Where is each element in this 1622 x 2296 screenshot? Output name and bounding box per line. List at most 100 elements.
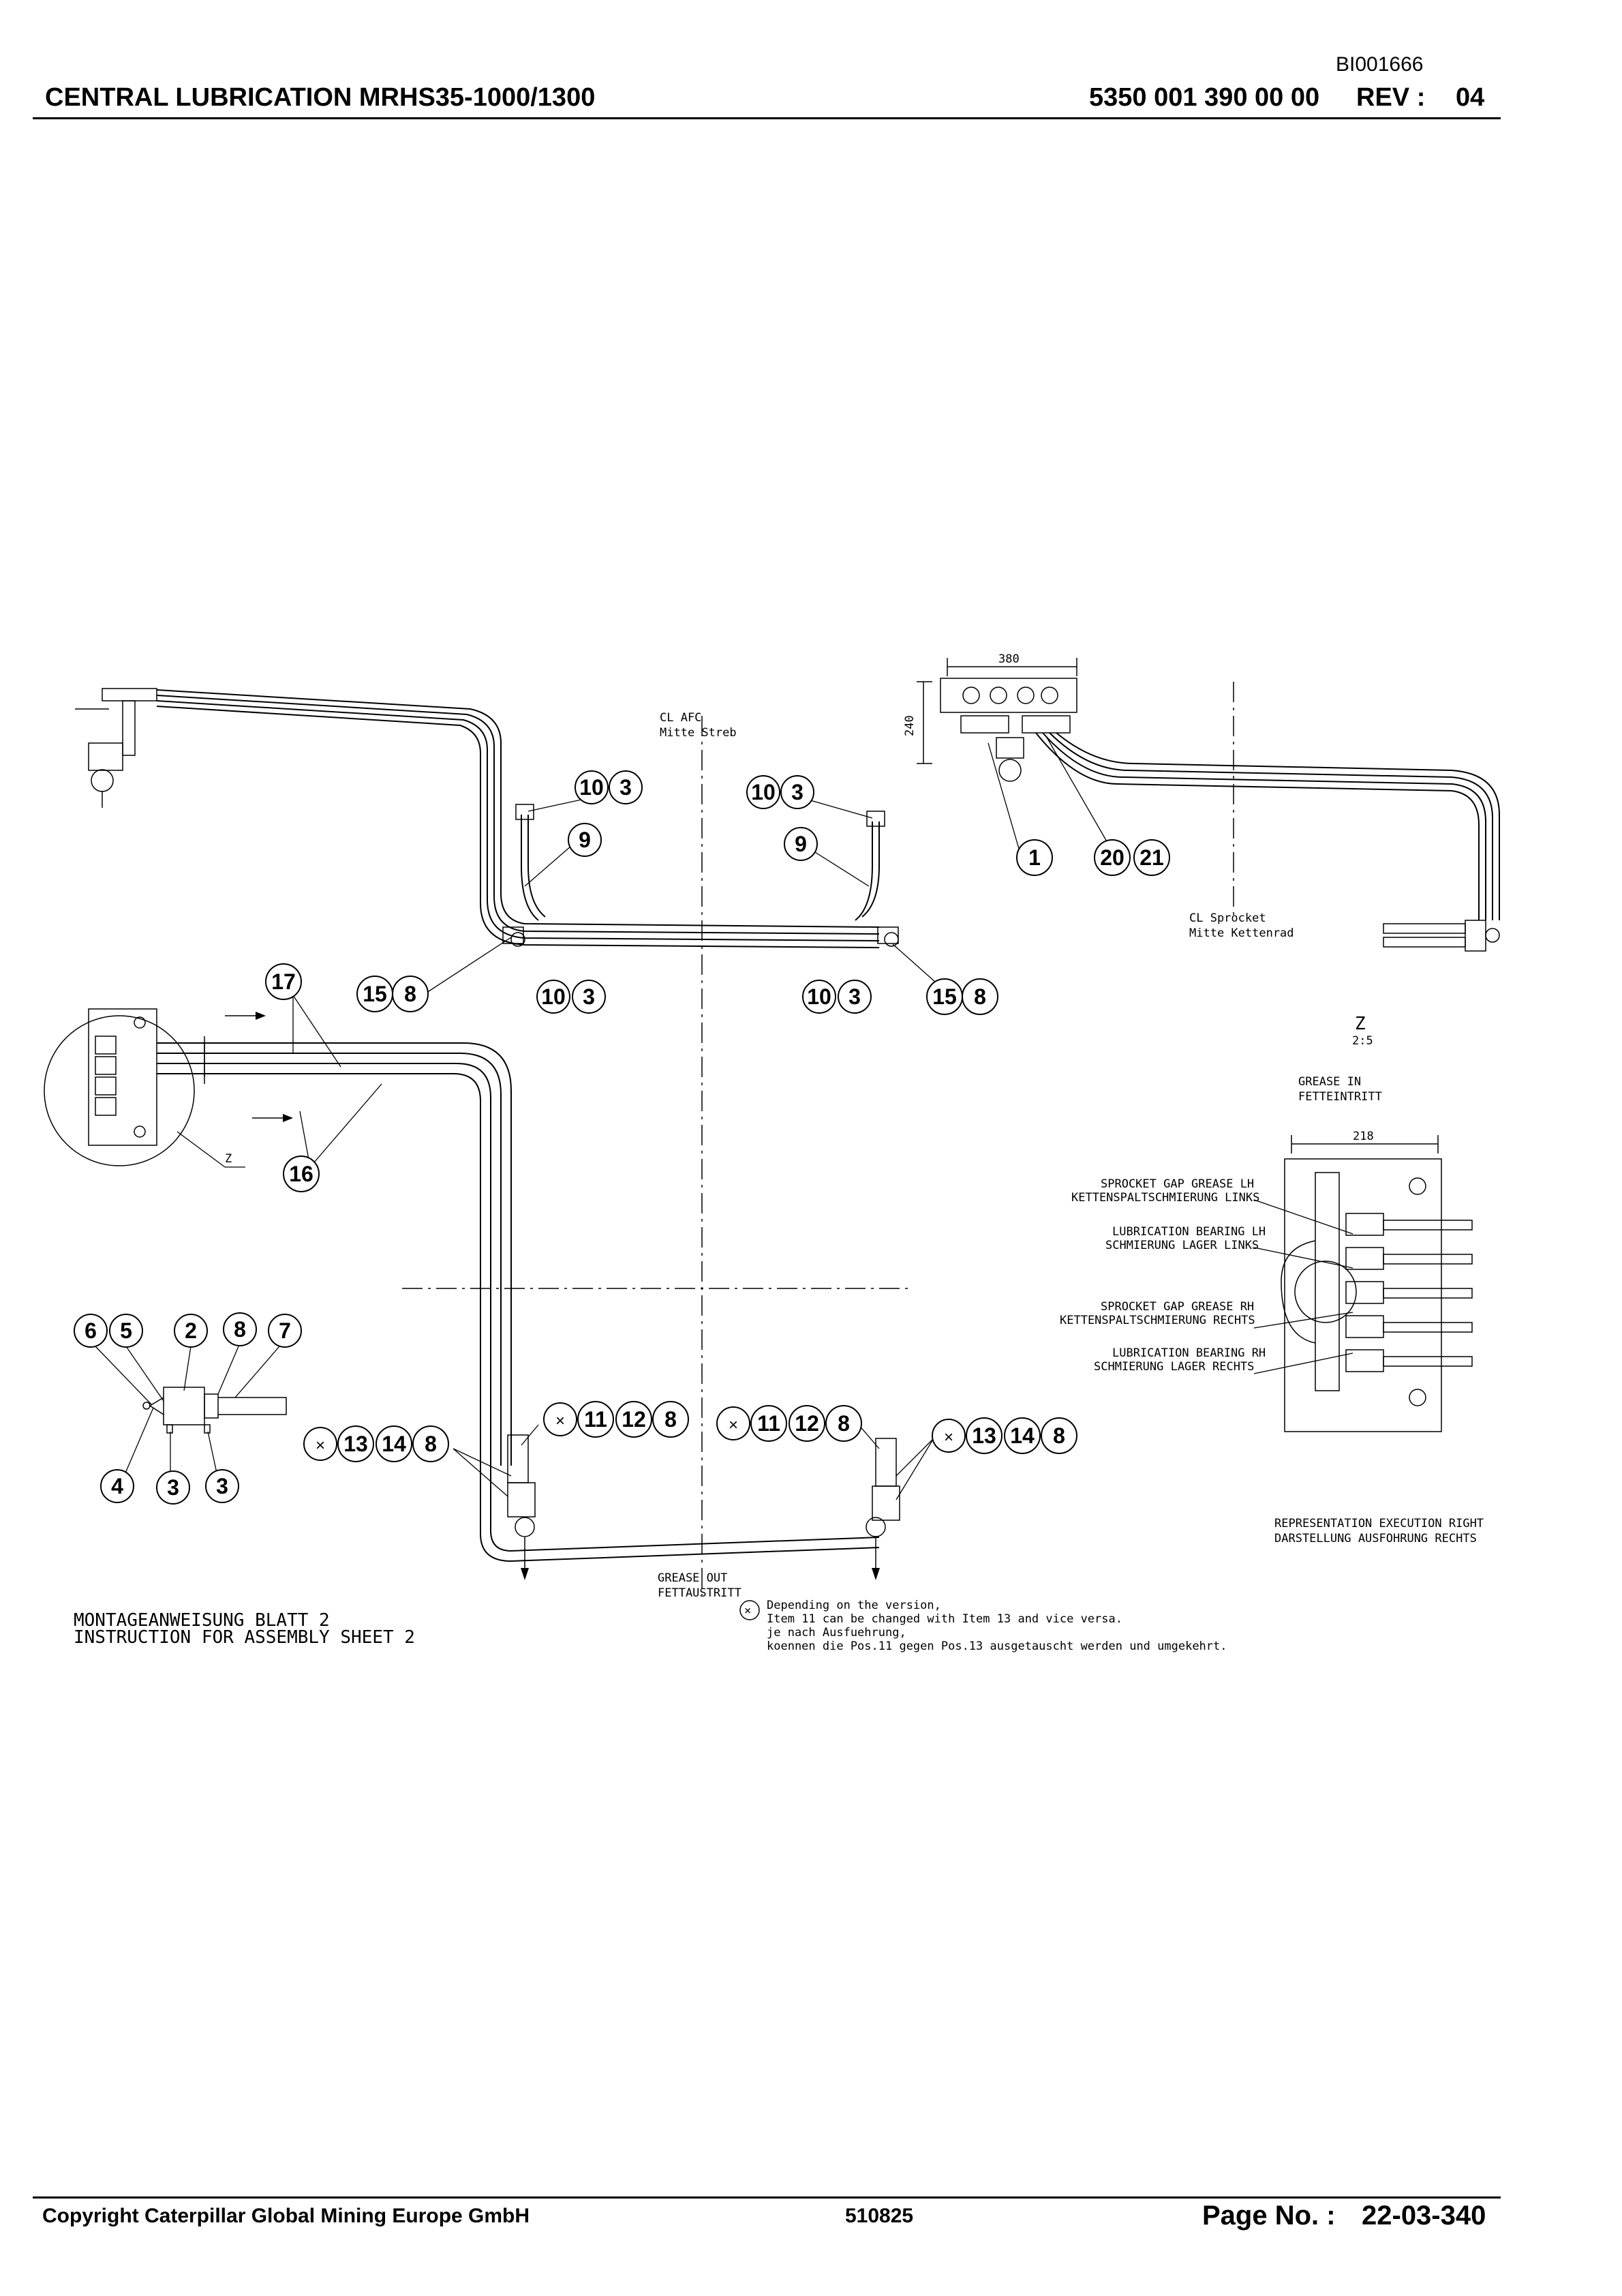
callout-1: 1 xyxy=(1016,839,1053,876)
svg-text:×: × xyxy=(555,1412,565,1430)
footer-rule xyxy=(33,2196,1501,2199)
callout-8: 8 xyxy=(825,1405,862,1442)
document-number: 510825 xyxy=(845,2205,914,2227)
lubrication-bearing-lh-label: LUBRICATION BEARING LH xyxy=(1112,1225,1266,1239)
svg-text:20: 20 xyxy=(1100,845,1124,870)
callout-10: 10 xyxy=(536,980,570,1014)
cl-afc-label: CL AFC xyxy=(660,711,701,725)
grease-in-label: GREASE IN xyxy=(1298,1075,1361,1089)
callout-3: 3 xyxy=(572,980,606,1014)
svg-text:8: 8 xyxy=(974,984,986,1009)
footnote-line-1: Depending on the version, xyxy=(767,1599,941,1612)
callout-8: 8 xyxy=(392,976,429,1012)
callout-12: 12 xyxy=(615,1401,652,1438)
callout-2: 2 xyxy=(174,1314,208,1348)
svg-text:4: 4 xyxy=(111,1474,123,1498)
svg-text:16: 16 xyxy=(289,1162,313,1186)
lubrication-bearing-rh-label: LUBRICATION BEARING RH xyxy=(1112,1346,1266,1360)
svg-text:3: 3 xyxy=(848,984,861,1009)
cl-sprocket-label: CL Sprocket xyxy=(1189,911,1266,925)
callout-11: 11 xyxy=(577,1401,614,1438)
svg-text:14: 14 xyxy=(382,1432,406,1456)
upper-pipe-run xyxy=(75,688,899,948)
svg-text:15: 15 xyxy=(932,984,957,1009)
svg-text:×: × xyxy=(944,1428,953,1447)
svg-text:14: 14 xyxy=(1010,1423,1035,1448)
callout-10: 10 xyxy=(802,980,836,1014)
callout-9: 9 xyxy=(568,823,602,857)
dim-240: 240 xyxy=(903,715,917,736)
lubrication-bearing-rh-sublabel: SCHMIERUNG LAGER RECHTS xyxy=(1094,1360,1254,1374)
callout-20: 20 xyxy=(1094,839,1131,876)
svg-text:3: 3 xyxy=(619,775,632,800)
callout-7: 7 xyxy=(268,1314,302,1348)
svg-text:12: 12 xyxy=(622,1407,646,1432)
callout-14: 14 xyxy=(376,1425,412,1462)
callout-3: 3 xyxy=(838,980,872,1014)
assembly-instruction-de: MONTAGEANWEISUNG BLATT 2 xyxy=(74,1610,330,1631)
callout-6: 6 xyxy=(74,1314,108,1348)
svg-text:1: 1 xyxy=(1028,845,1041,870)
callout-star: × xyxy=(303,1427,337,1461)
z-marker: Z xyxy=(225,1152,232,1166)
callout-8: 8 xyxy=(1041,1417,1077,1454)
top-right-distributor xyxy=(917,658,1500,952)
svg-text:5: 5 xyxy=(120,1318,132,1343)
svg-text:13: 13 xyxy=(343,1432,368,1456)
lubrication-bearing-lh-sublabel: SCHMIERUNG LAGER LINKS xyxy=(1105,1239,1259,1252)
dim-218: 218 xyxy=(1353,1130,1374,1143)
cl-sprocket-sublabel: Mitte Kettenrad xyxy=(1189,926,1294,940)
svg-text:3: 3 xyxy=(216,1474,228,1498)
svg-text:12: 12 xyxy=(795,1411,819,1436)
callout-15: 15 xyxy=(356,976,393,1012)
svg-text:2: 2 xyxy=(185,1318,197,1343)
svg-text:9: 9 xyxy=(579,828,591,852)
callout-15: 15 xyxy=(926,978,963,1015)
footnote-mark: × xyxy=(744,1604,751,1618)
callout-12: 12 xyxy=(789,1405,825,1442)
callout-13: 13 xyxy=(337,1425,374,1462)
svg-text:3: 3 xyxy=(791,780,804,804)
svg-text:6: 6 xyxy=(85,1318,97,1343)
grease-out-sublabel: FETTAUSTRITT xyxy=(658,1586,741,1600)
footnote-line-2: Item 11 can be changed with Item 13 and … xyxy=(767,1612,1122,1626)
assembly-instruction-en: INSTRUCTION FOR ASSEMBLY SHEET 2 xyxy=(74,1627,415,1648)
callout-21: 21 xyxy=(1133,839,1170,876)
svg-text:7: 7 xyxy=(279,1318,291,1343)
view-z-label: Z xyxy=(1355,1014,1366,1034)
view-z-detail xyxy=(1253,1135,1473,1432)
callout-8: 8 xyxy=(962,978,998,1015)
copyright-text: Copyright Caterpillar Global Mining Euro… xyxy=(42,2205,530,2227)
svg-text:21: 21 xyxy=(1139,845,1164,870)
callout-9: 9 xyxy=(784,827,818,861)
revision-label: REV : xyxy=(1356,83,1426,112)
callout-10: 10 xyxy=(575,770,609,804)
callout-3: 3 xyxy=(780,775,814,809)
svg-text:8: 8 xyxy=(664,1407,677,1432)
svg-text:10: 10 xyxy=(751,780,776,804)
svg-text:8: 8 xyxy=(838,1411,850,1436)
footnote-line-4: koennen die Pos.11 gegen Pos.13 ausgetau… xyxy=(767,1640,1227,1653)
callout-14: 14 xyxy=(1004,1417,1041,1454)
callout-3: 3 xyxy=(609,770,643,804)
callout-13: 13 xyxy=(966,1417,1003,1454)
svg-text:8: 8 xyxy=(234,1317,246,1342)
page-number-value: 22-03-340 xyxy=(1362,2201,1486,2231)
sprocket-gap-rh-sublabel: KETTENSPALTSCHMIERUNG RECHTS xyxy=(1060,1314,1255,1327)
page-title: CENTRAL LUBRICATION MRHS35-1000/1300 xyxy=(45,83,596,112)
callout-4: 4 xyxy=(100,1469,134,1503)
callout-8: 8 xyxy=(223,1312,257,1346)
callout-leaders xyxy=(95,736,1118,1500)
callout-8: 8 xyxy=(412,1425,449,1462)
left-distributor xyxy=(44,1008,245,1168)
callout-3: 3 xyxy=(156,1470,190,1505)
dim-380: 380 xyxy=(998,652,1020,666)
document-id: BI001666 xyxy=(1336,53,1424,76)
footnote-line-3: je nach Ausfuehrung, xyxy=(767,1626,906,1640)
svg-text:×: × xyxy=(316,1436,325,1455)
svg-text:10: 10 xyxy=(579,775,604,800)
callout-10: 10 xyxy=(746,775,780,809)
svg-text:13: 13 xyxy=(972,1423,996,1448)
representation-label: REPRESENTATION EXECUTION RIGHT xyxy=(1274,1517,1484,1530)
